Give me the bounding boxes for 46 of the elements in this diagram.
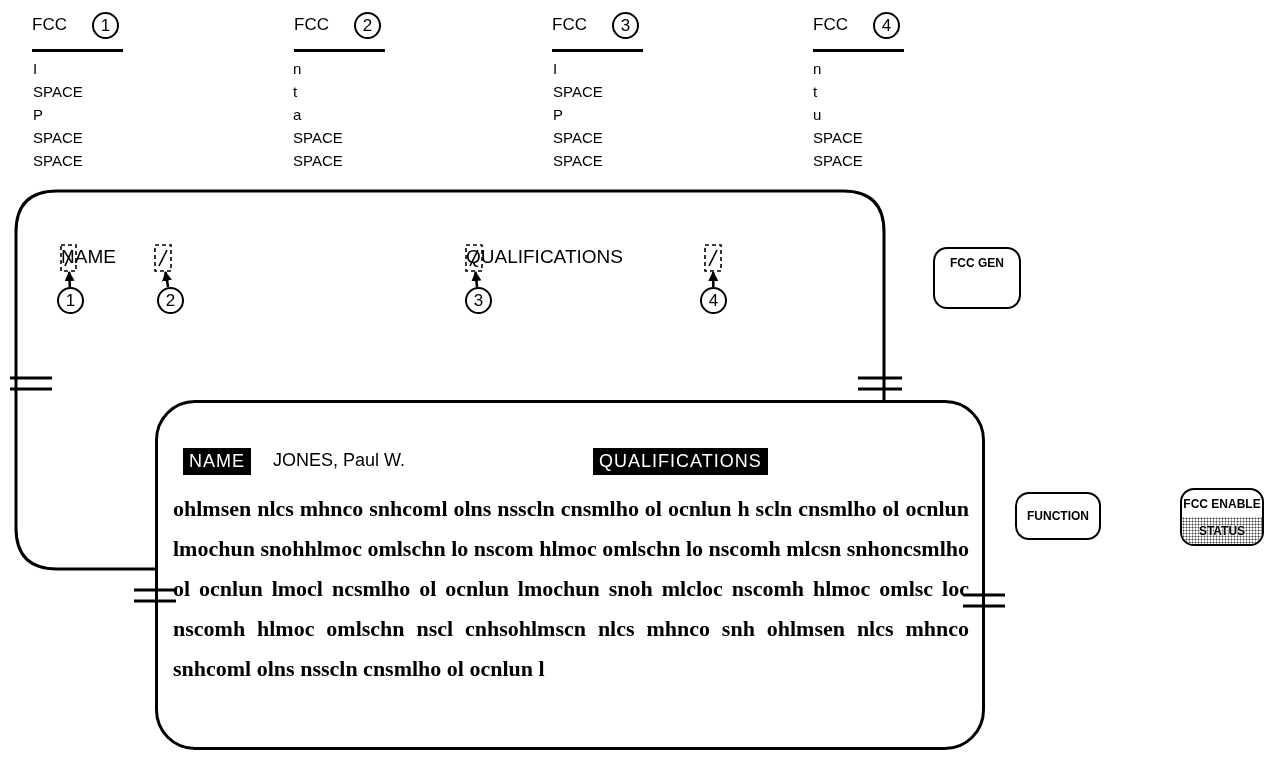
list-item: I — [553, 60, 558, 77]
list-item: P — [553, 106, 563, 123]
arrow — [162, 271, 172, 288]
column-heading: FCC — [813, 15, 848, 35]
callout-number: 1 — [92, 12, 119, 39]
arrow — [708, 271, 719, 287]
callout-number: 1 — [57, 287, 84, 314]
list-item: t — [293, 83, 298, 100]
display-screen — [155, 400, 985, 750]
keyboard-key: FCC ENABLE STATUS — [1180, 488, 1264, 546]
callout-number: 2 — [354, 12, 381, 39]
list-item: SPACE — [293, 152, 343, 169]
field-label: NAME — [183, 448, 251, 475]
callout-number: 4 — [700, 287, 727, 314]
arrow — [471, 271, 482, 288]
cursor-marker — [704, 244, 722, 272]
list-item: a — [293, 106, 302, 123]
keyboard-key: FCC GEN — [933, 247, 1021, 309]
list-item: SPACE — [553, 129, 603, 146]
column-heading: FCC — [294, 15, 329, 35]
column-heading: FCC — [552, 15, 587, 35]
list-item: t — [813, 83, 818, 100]
list-item: SPACE — [553, 152, 603, 169]
cursor-marker — [154, 244, 172, 272]
list-item: SPACE — [553, 83, 603, 100]
arrow — [64, 271, 75, 288]
list-item: P — [33, 106, 43, 123]
list-item: SPACE — [293, 129, 343, 146]
callout-number: 3 — [612, 12, 639, 39]
list-item: u — [813, 106, 822, 123]
field-value: JONES, Paul W. — [273, 450, 406, 471]
callout-number: 4 — [873, 12, 900, 39]
list-item: SPACE — [33, 152, 83, 169]
list-item: n — [813, 60, 822, 77]
list-item: SPACE — [813, 129, 863, 146]
text-paragraph: ohlmsen nlcs mhnco snhcoml olns nsscln cnsmlho ol ocnlun h scln cnsmlho ol ocnlun lmochun snohhlmoc omlschn lo nscom hlmoc omlschn lo nscomh mlcsn snhoncsmlho ol ocnlun lmocl ncsmlho ol ocnlun lmochun snoh mlcloc nscomh hlmoc omlsc loc nscomh hlmoc omlschn nscl cnhsohlmscn nlcs mhnco snh ohlmsen nlcs mhnco snhcoml olns nsscln cnsmlho ol ocnlun l — [173, 495, 969, 683]
callout-number: 3 — [465, 287, 492, 314]
field-label: QUALIFICATIONS — [593, 448, 768, 475]
column-heading: FCC — [32, 15, 67, 35]
list-item: I — [33, 60, 38, 77]
callout-number: 2 — [157, 287, 184, 314]
list-item: n — [293, 60, 302, 77]
list-item: SPACE — [33, 83, 83, 100]
keyboard-key: FUNCTION — [1015, 492, 1101, 540]
list-item: SPACE — [813, 152, 863, 169]
list-item: SPACE — [33, 129, 83, 146]
